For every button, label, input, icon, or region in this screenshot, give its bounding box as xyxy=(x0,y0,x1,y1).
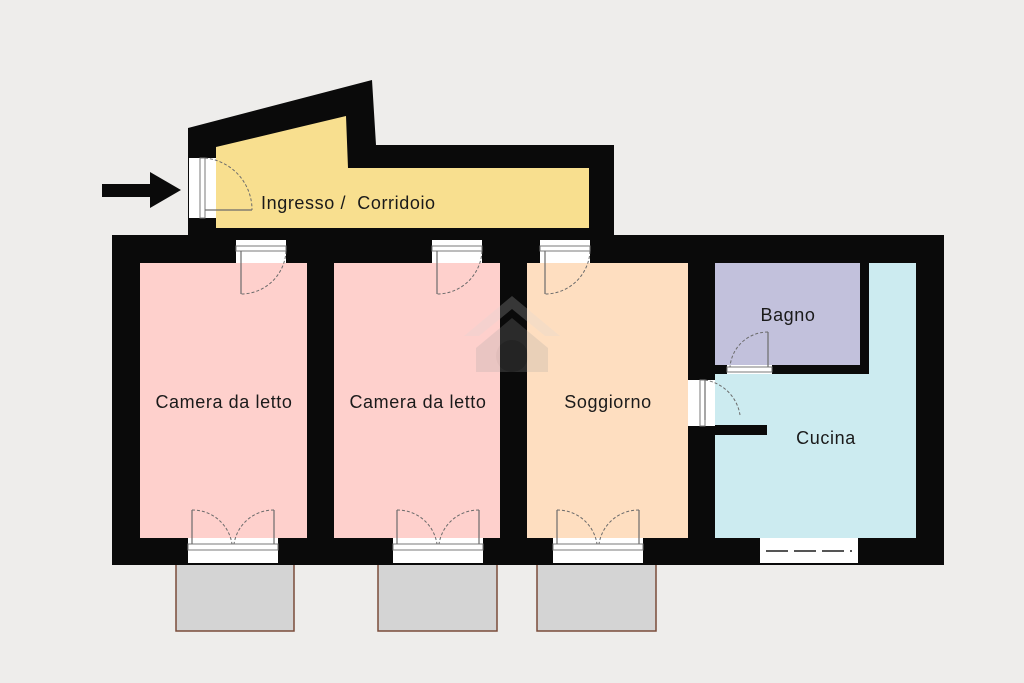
balcony-2 xyxy=(377,562,498,632)
rooms xyxy=(140,116,916,538)
room-ingresso xyxy=(216,116,589,228)
label-cucina: Cucina xyxy=(796,428,856,448)
room-bagno xyxy=(715,263,860,365)
entrance-door xyxy=(189,157,253,219)
room-camera-2 xyxy=(334,263,500,538)
balcony-1 xyxy=(175,562,295,632)
room-soggiorno xyxy=(527,263,688,538)
label-bagno: Bagno xyxy=(760,305,815,325)
label-camera-2: Camera da letto xyxy=(349,392,486,412)
room-camera-1 xyxy=(140,263,307,538)
house-logo-icon xyxy=(464,296,560,372)
arrow-right-icon xyxy=(102,172,181,208)
balconies xyxy=(175,562,657,632)
bathroom-door xyxy=(726,331,773,374)
kitchen-partition xyxy=(715,425,767,435)
label-soggiorno: Soggiorno xyxy=(564,392,651,412)
room-cucina xyxy=(715,263,916,538)
bedroom-2-balcony-door xyxy=(392,509,484,563)
room-labels: Ingresso / Corridoio Camera da letto Cam… xyxy=(155,193,856,448)
kitchen-door xyxy=(688,379,741,427)
bedroom-2-door xyxy=(431,240,483,295)
kitchen-window xyxy=(760,538,858,563)
balcony-3 xyxy=(536,562,657,632)
label-camera-1: Camera da letto xyxy=(155,392,292,412)
label-ingresso: Ingresso / Corridoio xyxy=(261,193,436,213)
living-room-door xyxy=(539,240,591,295)
bedroom-1-door xyxy=(235,240,287,295)
living-room-balcony-door xyxy=(552,509,644,563)
bedroom-1-balcony-door xyxy=(187,509,279,563)
